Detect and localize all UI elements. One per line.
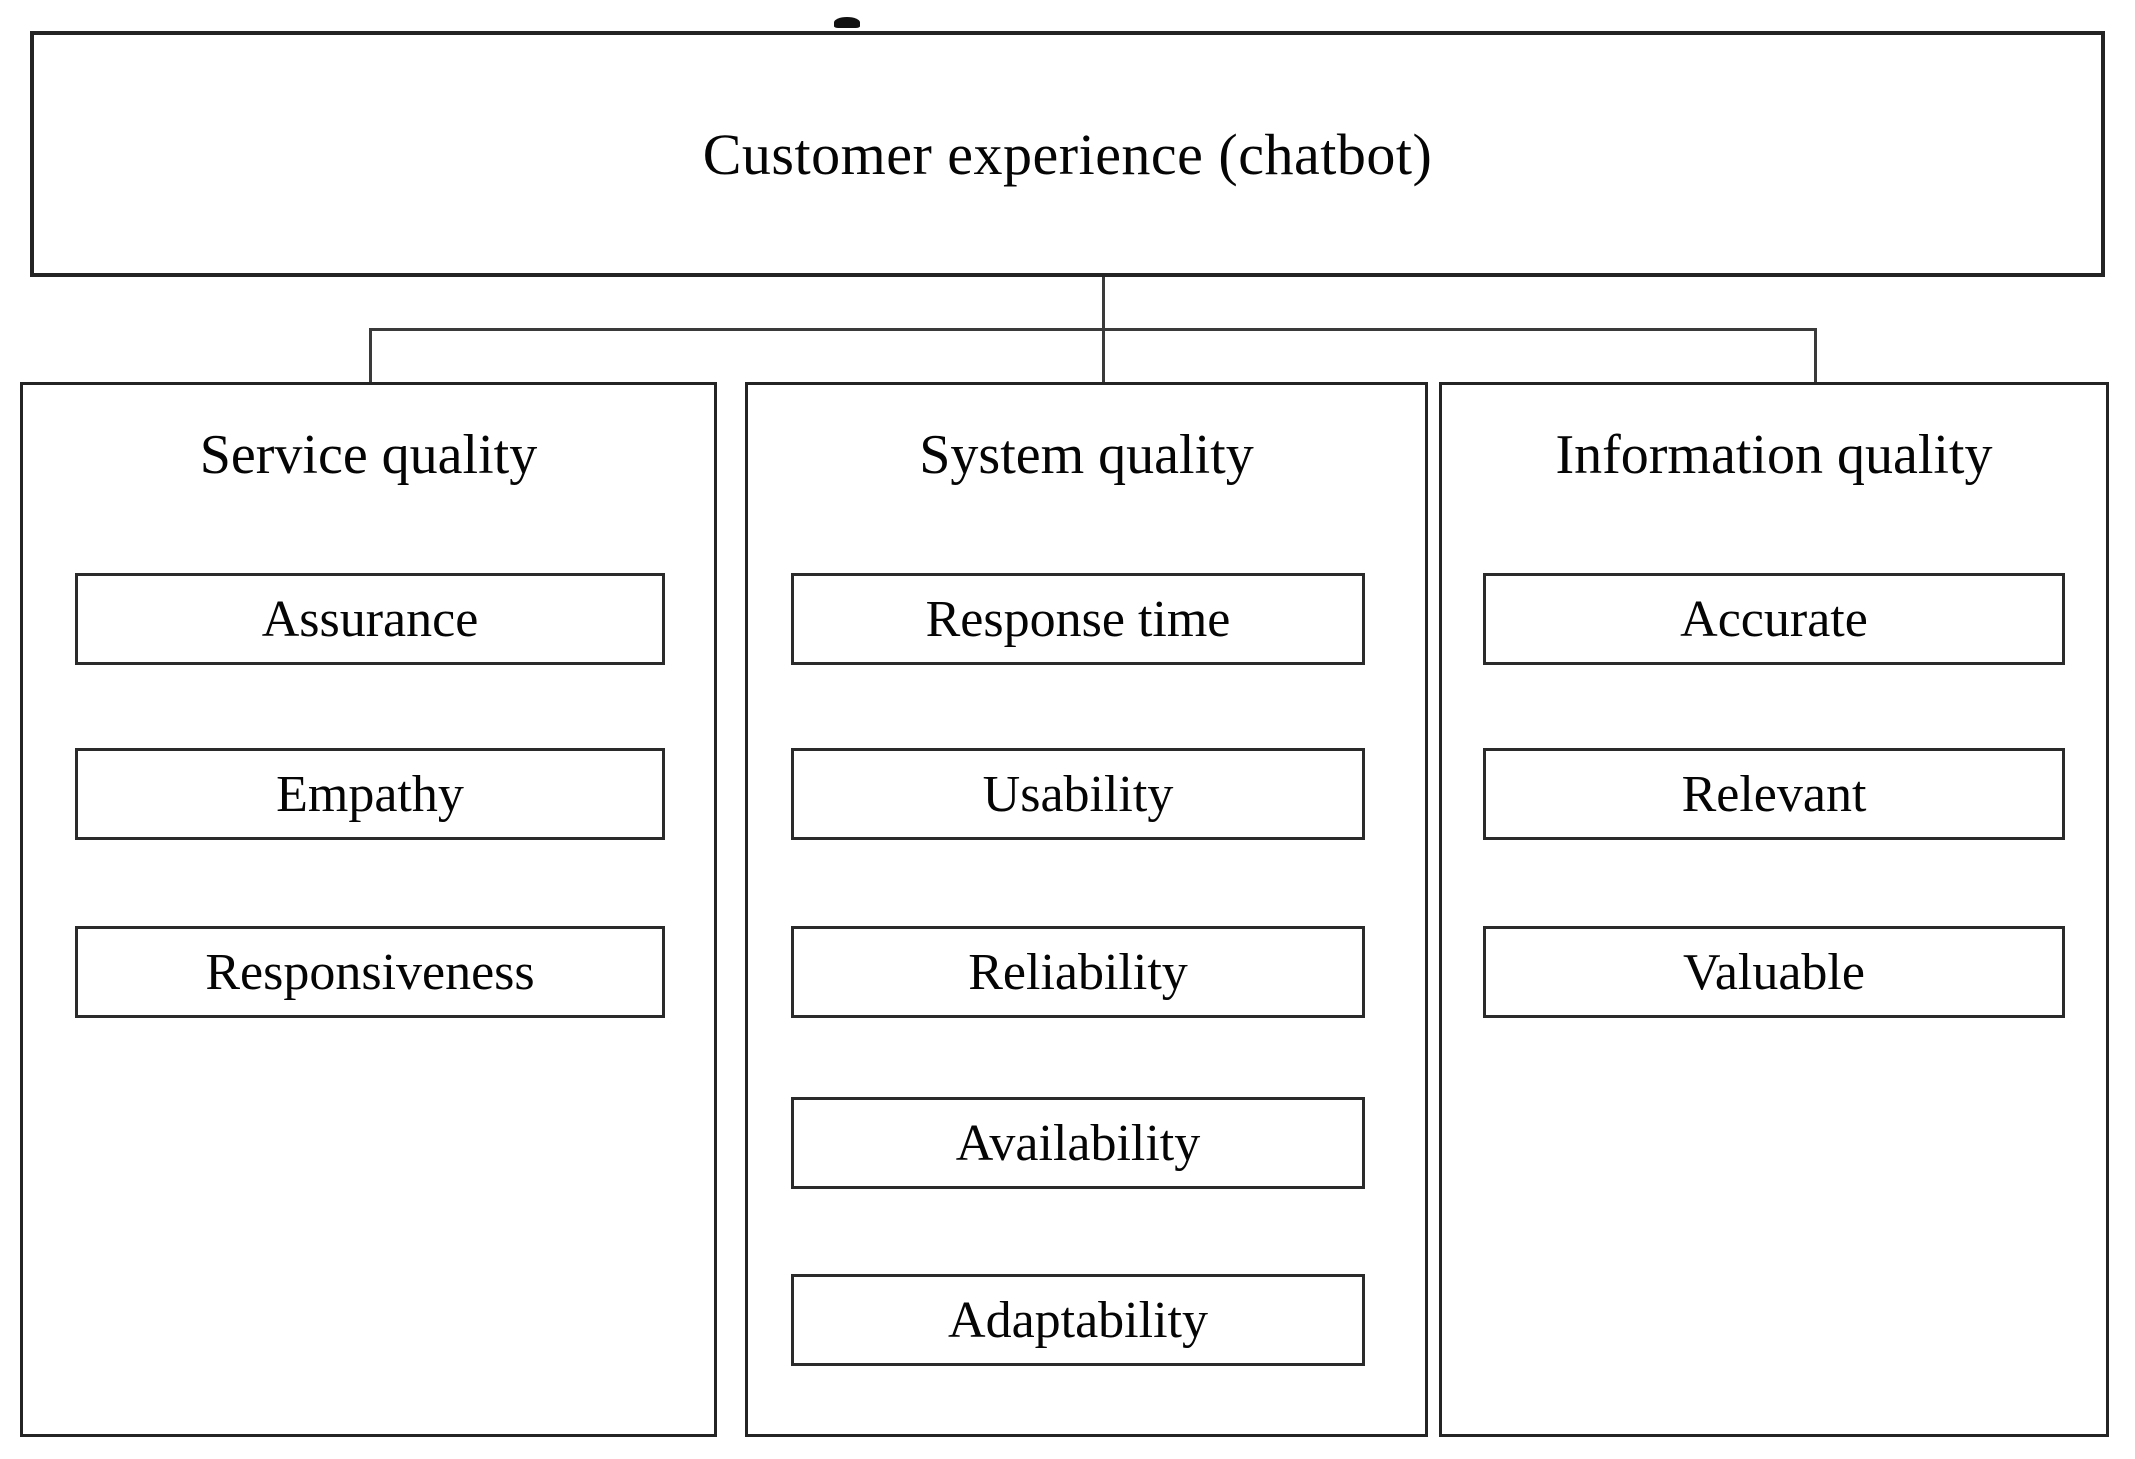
root-node-box: Customer experience (chatbot) xyxy=(30,31,2105,277)
attribute-box: Usability xyxy=(791,748,1365,840)
attribute-box: Availability xyxy=(791,1097,1365,1189)
attribute-box: Accurate xyxy=(1483,573,2065,665)
attribute-box: Valuable xyxy=(1483,926,2065,1018)
column-service-quality: Service quality Assurance Empathy Respon… xyxy=(20,382,717,1437)
connector-rail xyxy=(369,328,1817,331)
column-header: Service quality xyxy=(199,424,538,486)
attribute-box: Relevant xyxy=(1483,748,2065,840)
attribute-box: Empathy xyxy=(75,748,665,840)
column-information-quality: Information quality Accurate Relevant Va… xyxy=(1439,382,2109,1437)
column-header: Information quality xyxy=(1555,424,1993,486)
attribute-box: Responsiveness xyxy=(75,926,665,1018)
attribute-box: Reliability xyxy=(791,926,1365,1018)
attribute-box: Adaptability xyxy=(791,1274,1365,1366)
attribute-box: Response time xyxy=(791,573,1365,665)
connector-stub-left xyxy=(369,328,372,384)
column-system-quality: System quality Response time Usability R… xyxy=(745,382,1428,1437)
stray-ink-mark xyxy=(834,17,860,28)
column-header: System quality xyxy=(919,424,1254,486)
connector-stub-right xyxy=(1814,328,1817,384)
diagram-title: Customer experience (chatbot) xyxy=(702,121,1433,187)
attribute-box: Assurance xyxy=(75,573,665,665)
